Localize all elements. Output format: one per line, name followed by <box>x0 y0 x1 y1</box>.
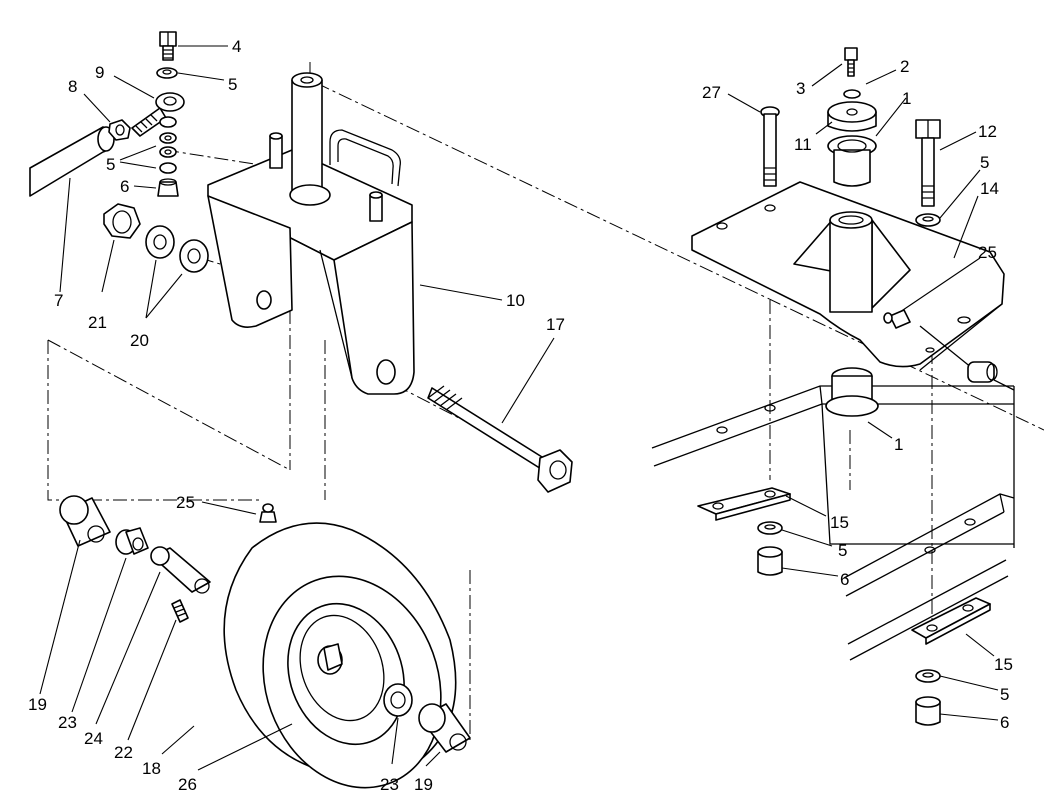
bolt-top-left <box>159 31 177 61</box>
callout-8: 8 <box>68 77 77 96</box>
tie-rod <box>29 126 115 197</box>
grease-fitting-22 <box>171 599 189 623</box>
callout-17: 17 <box>546 315 565 334</box>
callout-15-top: 15 <box>830 513 849 532</box>
callout-6-right-mid: 6 <box>840 570 849 589</box>
jam-nut <box>108 119 131 141</box>
bushing-1-top <box>827 135 877 187</box>
wheel-assembly <box>223 522 457 789</box>
hex-nut-21 <box>103 203 141 239</box>
callout-24: 24 <box>84 729 103 748</box>
callout-25-right: 25 <box>978 243 997 262</box>
callout-1-bottom: 1 <box>894 435 903 454</box>
washer-top-left <box>156 67 178 79</box>
dust-cap-11 <box>827 101 877 132</box>
callout-23-left: 23 <box>58 713 77 732</box>
alignment-lines-left <box>47 62 1044 740</box>
callout-6-right-bottom: 6 <box>1000 713 1009 732</box>
bolt-12 <box>915 119 941 207</box>
grease-fitting-left <box>259 503 277 523</box>
callout-6-left: 6 <box>120 177 129 196</box>
axle-bolt <box>427 385 573 493</box>
backing-plate-15-top <box>697 487 791 521</box>
washer-stack-left <box>159 116 177 174</box>
callout-7: 7 <box>54 291 63 310</box>
callout-25-left: 25 <box>176 493 195 512</box>
callout-26: 26 <box>178 775 197 794</box>
callout-19-left: 19 <box>28 695 47 714</box>
caster-fork <box>207 72 415 395</box>
lock-nut-right-mid <box>757 546 783 576</box>
callout-21: 21 <box>88 313 107 332</box>
caster-mount-plate <box>691 181 1005 371</box>
callout-9: 9 <box>95 63 104 82</box>
grease-fitting-right <box>883 309 911 329</box>
tie-rod-right-end <box>919 325 1015 391</box>
bushing-1-bottom <box>825 367 879 417</box>
flanged-bearing-23-right <box>383 683 413 717</box>
callout-5-right-top: 5 <box>980 153 989 172</box>
callout-5-top: 5 <box>228 75 237 94</box>
rod-end <box>131 92 185 137</box>
callout-10: 10 <box>506 291 525 310</box>
callout-27: 27 <box>702 83 721 102</box>
callout-23-right: 23 <box>380 775 399 794</box>
callout-5-right-mid: 5 <box>838 541 847 560</box>
spacer-tube-19-left <box>59 495 111 547</box>
callout-20: 20 <box>130 331 149 350</box>
bolt-27 <box>760 106 780 187</box>
washer-right-mid <box>757 521 783 535</box>
lock-nut-left <box>157 178 179 197</box>
callout-3: 3 <box>796 79 805 98</box>
callout-19-right: 19 <box>414 775 433 794</box>
spacer-tube-19-right <box>418 703 471 753</box>
callout-5-stack: 5 <box>106 155 115 174</box>
backing-plate-15-bottom <box>911 597 991 645</box>
spacer-washers-20 <box>145 225 209 273</box>
bolt-3 <box>844 47 858 77</box>
callout-5-right-bottom: 5 <box>1000 685 1009 704</box>
leader-lines <box>39 45 999 771</box>
callout-18: 18 <box>142 759 161 778</box>
callout-labels: 4 5 9 8 5 6 7 21 20 10 17 25 19 23 24 22… <box>28 37 1013 794</box>
callout-15-bottom: 15 <box>994 655 1013 674</box>
spacer-24 <box>150 546 211 594</box>
washer-right-bottom <box>915 669 941 683</box>
flanged-bearing-23-left <box>115 527 149 555</box>
washer-2 <box>843 89 861 99</box>
callout-11: 11 <box>794 135 812 154</box>
callout-12: 12 <box>978 122 997 141</box>
mower-frame <box>651 300 1015 661</box>
callout-2: 2 <box>900 57 909 76</box>
callout-1-top: 1 <box>902 89 911 108</box>
washer-right-top <box>915 213 941 227</box>
callout-22: 22 <box>114 743 133 762</box>
callout-4: 4 <box>232 37 241 56</box>
callout-14: 14 <box>980 179 999 198</box>
lock-nut-right-bottom <box>915 696 941 726</box>
